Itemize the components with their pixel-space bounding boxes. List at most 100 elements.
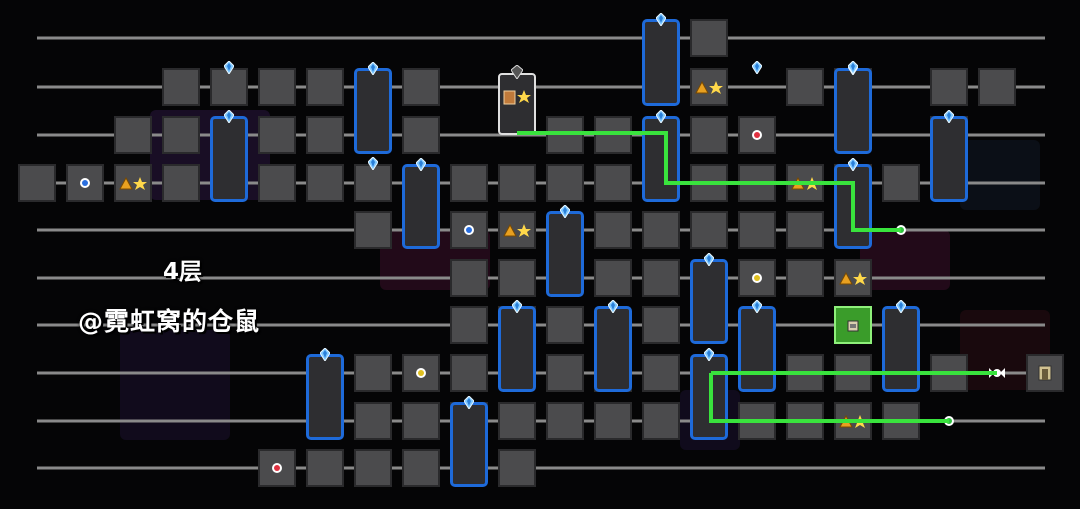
blue-crystal-icon (512, 300, 522, 313)
map-room[interactable] (450, 259, 488, 297)
map-room[interactable] (690, 19, 728, 57)
map-room[interactable] (162, 68, 200, 106)
tall-room[interactable] (450, 402, 488, 487)
blue-crystal-icon (944, 110, 954, 123)
map-room[interactable] (114, 164, 152, 202)
map-room[interactable] (210, 68, 248, 106)
red-orb-icon (743, 126, 771, 144)
map-room[interactable] (258, 164, 296, 202)
map-room[interactable] (114, 116, 152, 154)
map-room[interactable] (306, 164, 344, 202)
map-room[interactable] (786, 354, 824, 392)
tall-room[interactable] (546, 211, 584, 297)
map-room[interactable] (306, 116, 344, 154)
map-room[interactable] (546, 306, 584, 344)
map-room[interactable] (594, 116, 632, 154)
map-room[interactable] (786, 259, 824, 297)
map-room[interactable] (690, 116, 728, 154)
map-room[interactable] (354, 164, 392, 202)
tall-room[interactable] (882, 306, 920, 392)
tall-room[interactable] (834, 164, 872, 249)
map-room[interactable] (498, 259, 536, 297)
map-room[interactable] (978, 68, 1016, 106)
map-room[interactable] (594, 259, 632, 297)
map-room[interactable] (786, 211, 824, 249)
author-watermark: @霓虹窝的仓鼠 (78, 307, 261, 336)
map-room[interactable] (354, 449, 392, 487)
background-art (860, 230, 950, 290)
map-room[interactable] (786, 402, 824, 440)
map-room[interactable] (786, 68, 824, 106)
map-room[interactable] (450, 306, 488, 344)
map-room[interactable] (498, 449, 536, 487)
map-room[interactable] (546, 402, 584, 440)
campfire-star-icon (119, 174, 147, 192)
map-room[interactable] (354, 354, 392, 392)
tall-room[interactable] (306, 354, 344, 440)
blue-orb-icon (71, 174, 99, 192)
map-room[interactable] (162, 116, 200, 154)
map-room[interactable] (450, 354, 488, 392)
tall-room[interactable] (690, 354, 728, 440)
tall-room[interactable] (834, 68, 872, 154)
map-room[interactable] (690, 164, 728, 202)
map-room[interactable] (642, 259, 680, 297)
tall-room[interactable] (642, 116, 680, 202)
map-room[interactable] (450, 164, 488, 202)
map-room[interactable] (258, 116, 296, 154)
map-room[interactable] (498, 164, 536, 202)
map-room[interactable] (546, 164, 584, 202)
map-room[interactable] (882, 402, 920, 440)
map-room[interactable] (402, 449, 440, 487)
map-room[interactable] (642, 211, 680, 249)
tall-room[interactable] (594, 306, 632, 392)
map-room[interactable] (690, 211, 728, 249)
blue-crystal-icon (560, 205, 570, 218)
map-room[interactable] (402, 116, 440, 154)
map-room[interactable] (882, 164, 920, 202)
campfire-star-icon (839, 269, 867, 287)
map-room[interactable] (258, 68, 296, 106)
map-room[interactable] (546, 354, 584, 392)
green-orb-icon (887, 221, 915, 239)
map-room[interactable] (834, 259, 872, 297)
map-room[interactable] (258, 449, 296, 487)
tall-room[interactable] (498, 306, 536, 392)
map-room[interactable] (642, 354, 680, 392)
blue-crystal-icon (848, 61, 858, 74)
map-room[interactable] (834, 354, 872, 392)
tall-room[interactable] (690, 259, 728, 344)
tall-room[interactable] (738, 306, 776, 392)
tall-room[interactable] (354, 68, 392, 154)
map-room[interactable] (162, 164, 200, 202)
map-room[interactable] (594, 164, 632, 202)
map-room[interactable] (498, 402, 536, 440)
tall-room[interactable] (642, 19, 680, 106)
map-room[interactable] (306, 68, 344, 106)
skull-wings-icon (983, 364, 1011, 382)
map-room[interactable] (354, 402, 392, 440)
blue-crystal-icon (704, 348, 714, 361)
map-room[interactable] (642, 306, 680, 344)
map-room[interactable] (402, 68, 440, 106)
tall-room[interactable] (930, 116, 968, 202)
backpack-icon (839, 316, 867, 334)
map-room[interactable] (738, 211, 776, 249)
map-room[interactable] (642, 402, 680, 440)
map-room[interactable] (306, 449, 344, 487)
map-room[interactable] (690, 68, 728, 106)
map-room[interactable] (402, 402, 440, 440)
map-room[interactable] (930, 354, 968, 392)
tall-room[interactable] (210, 116, 248, 202)
map-room[interactable] (930, 68, 968, 106)
map-room[interactable] (354, 211, 392, 249)
map-room[interactable] (546, 116, 584, 154)
map-room[interactable] (18, 164, 56, 202)
blue-crystal-icon (224, 61, 234, 74)
map-room[interactable] (594, 211, 632, 249)
map-room[interactable] (738, 164, 776, 202)
map-room[interactable] (594, 402, 632, 440)
map-room[interactable] (738, 402, 776, 440)
map-room[interactable] (738, 259, 776, 297)
tall-room[interactable] (402, 164, 440, 249)
